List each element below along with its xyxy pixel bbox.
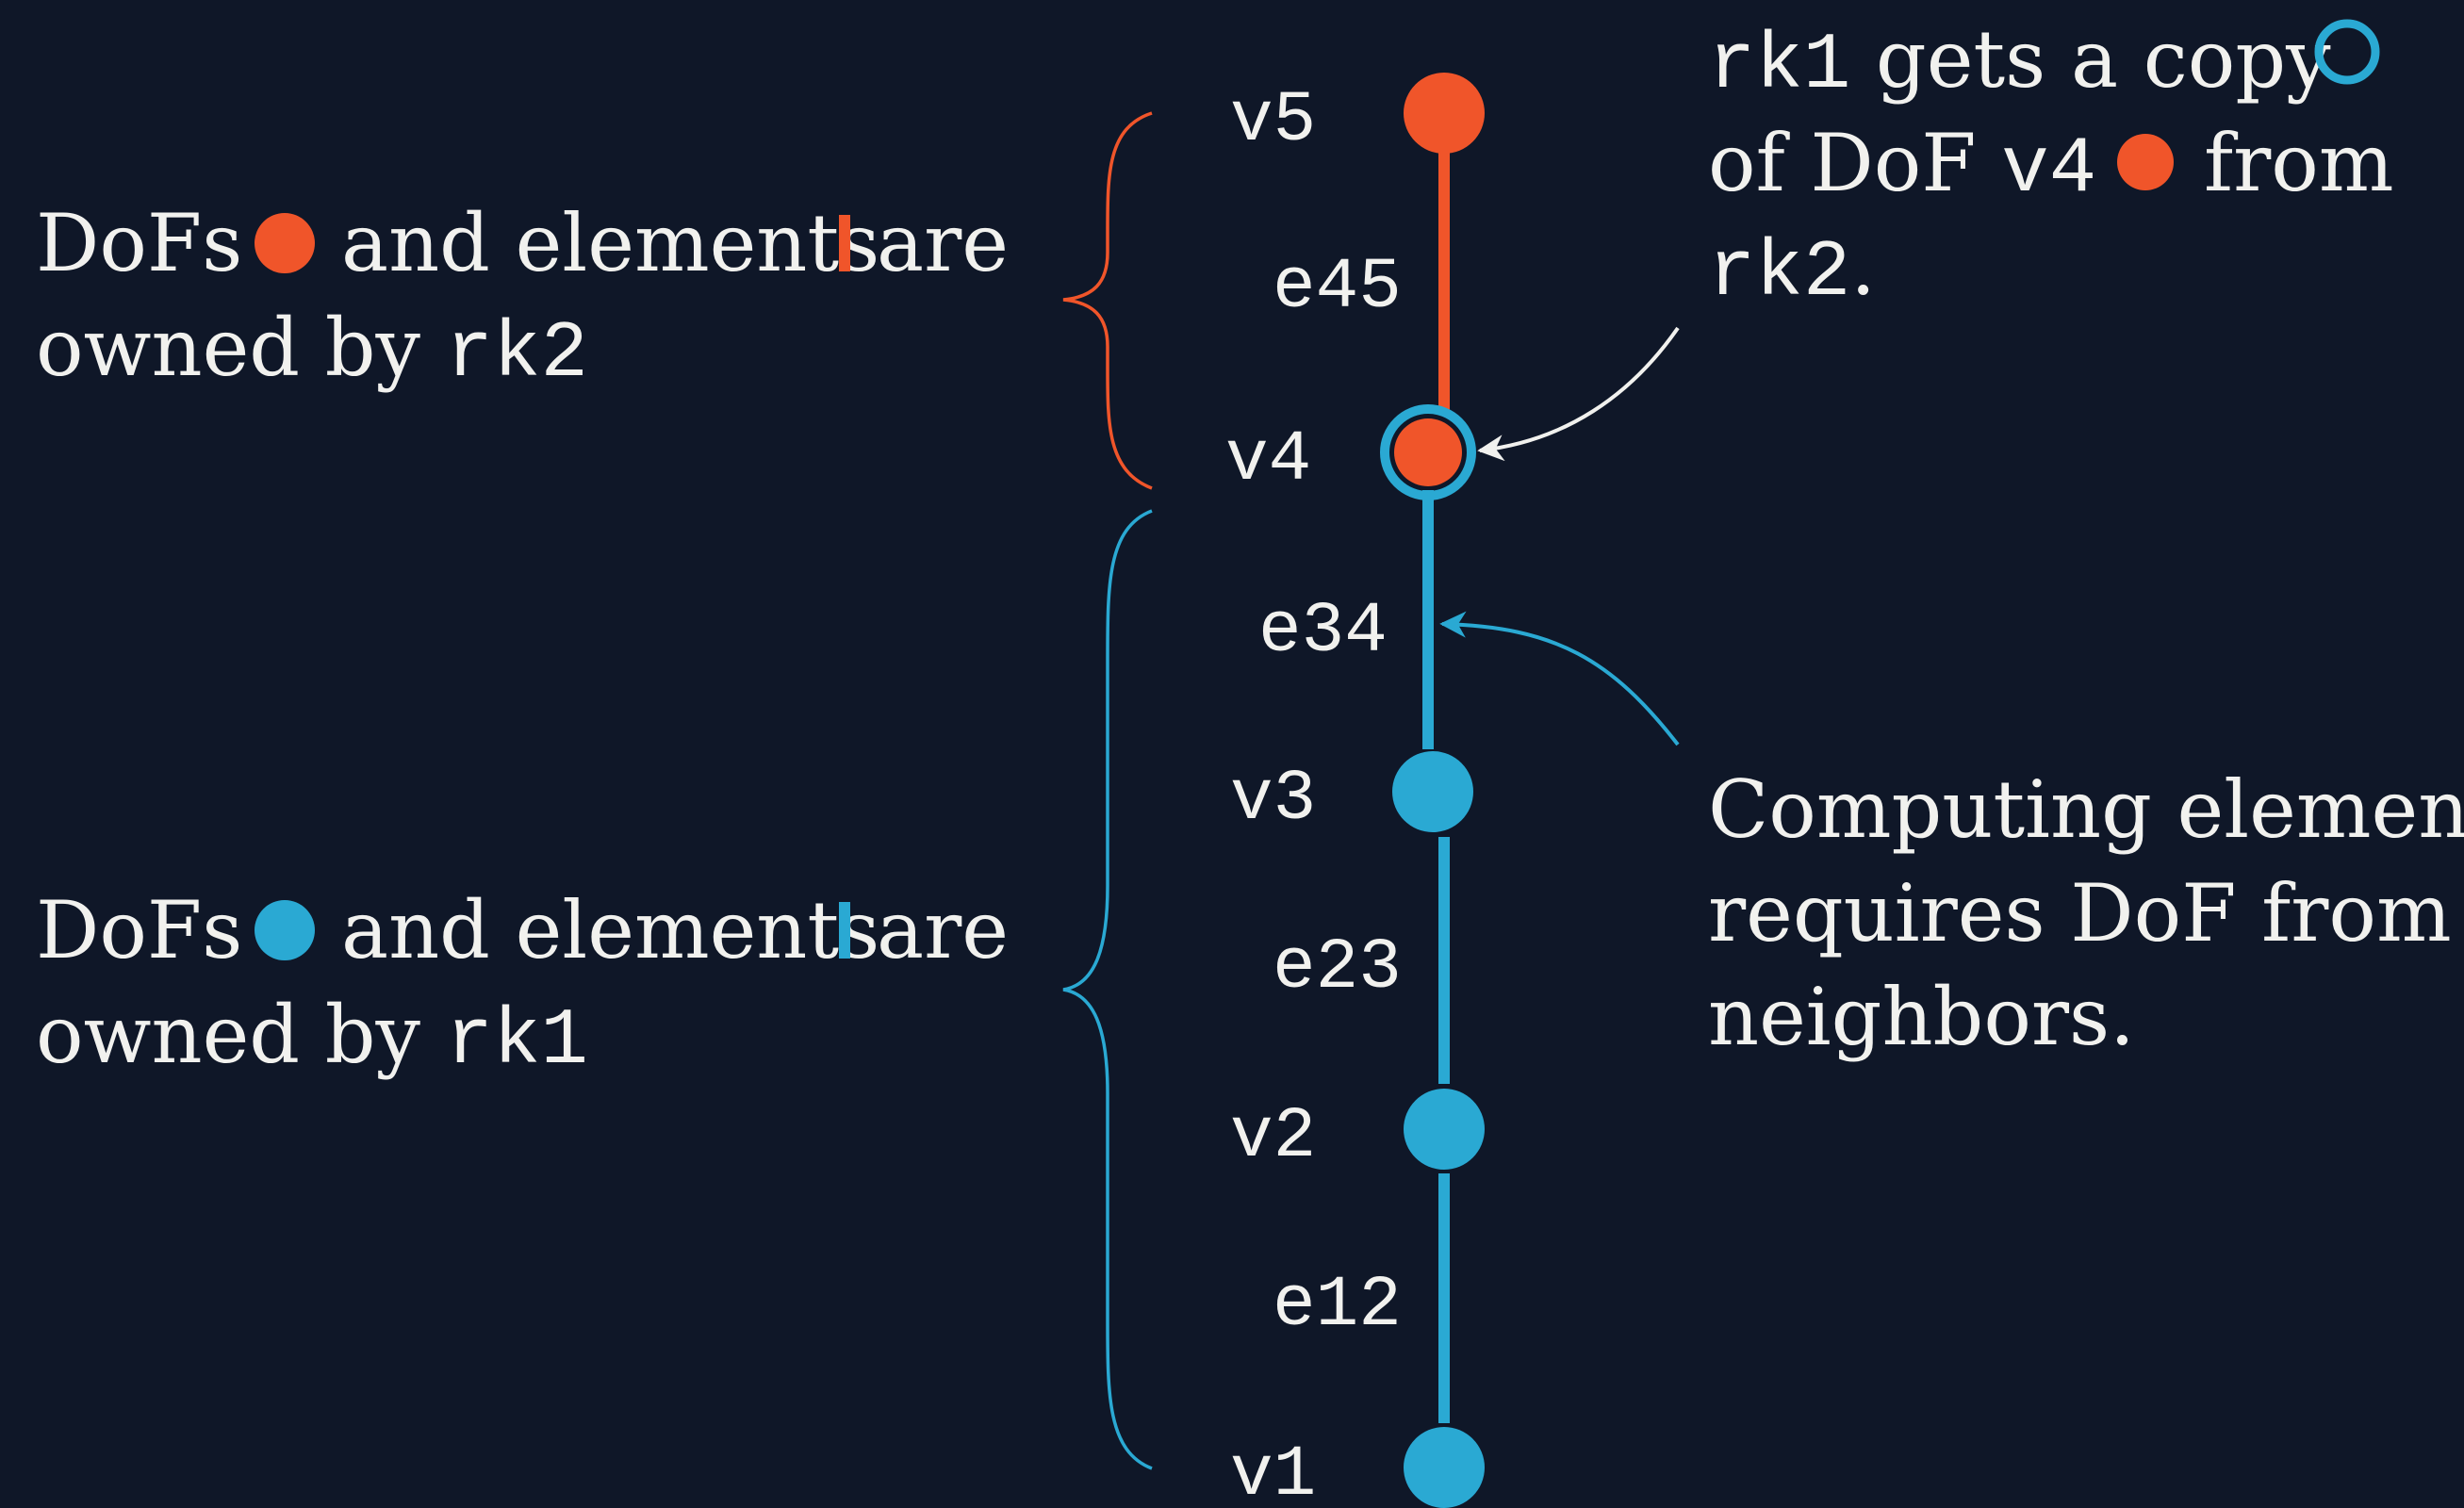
element-e12-label: e12 bbox=[1273, 1265, 1402, 1346]
annotation-compute-line3: neighbors. bbox=[1708, 971, 2135, 1063]
legend-rk2: DoFs and elements are owned by rk2 bbox=[36, 197, 1009, 400]
annotation-compute-line1: Computing element bbox=[1708, 763, 2464, 856]
rk1-dof-swatch bbox=[255, 900, 315, 960]
mesh-vertices bbox=[1380, 73, 1485, 1508]
vertex-labels: v5 v4 v3 v2 v1 bbox=[1225, 80, 1316, 1508]
annotation-copy-line3: rk2. bbox=[1708, 221, 1876, 319]
element-e34-label: e34 bbox=[1258, 591, 1388, 672]
ghost-copy-icon bbox=[2314, 19, 2380, 85]
legend-rk1-prefix: DoFs bbox=[36, 884, 242, 976]
rk2-brace bbox=[1062, 111, 1153, 490]
annotation-copy-period: . bbox=[1850, 221, 1876, 313]
rk1-element-swatch bbox=[839, 902, 850, 959]
vertex-v4-dof bbox=[1394, 418, 1462, 486]
annotation-copy-source-rank: rk2 bbox=[1708, 229, 1850, 319]
vertex-v1-label: v1 bbox=[1230, 1434, 1316, 1508]
annotation-copy: rk1 gets a copy of DoF v4 from rk2. bbox=[1477, 13, 2393, 462]
copy-arrow bbox=[1477, 326, 1680, 462]
legend-rk1: DoFs and elements are owned by rk1 bbox=[36, 884, 1009, 1087]
mesh-elements bbox=[1422, 113, 1450, 1423]
legend-rk2-rank: rk2 bbox=[446, 310, 588, 400]
element-labels: e45 e34 e23 e12 bbox=[1258, 247, 1402, 1346]
annotation-copy-line2: of DoF v4 bbox=[1708, 117, 2096, 215]
vertex-v2-label: v2 bbox=[1230, 1096, 1316, 1177]
annotation-copy-line1-text: gets a copy bbox=[1850, 13, 2331, 106]
legend-rk1-line2: owned by rk1 bbox=[36, 989, 588, 1087]
vertex-v5-label: v5 bbox=[1230, 80, 1316, 161]
annotation-copy-vertex: v4 bbox=[2001, 125, 2096, 215]
vertex-v4-label: v4 bbox=[1225, 419, 1311, 500]
legend-rk1-mid: and elements bbox=[341, 884, 879, 976]
legend-rk1-owned-text: owned by bbox=[36, 989, 446, 1081]
legend-rk1-suffix: are bbox=[877, 884, 1009, 976]
annotation-copy-line1: rk1 gets a copy bbox=[1708, 13, 2331, 111]
rk2-element-swatch bbox=[839, 215, 850, 271]
annotation-compute: Computing element requires DoF from neig… bbox=[1439, 611, 2464, 1063]
legend-rk2-line2: owned by rk2 bbox=[36, 302, 588, 400]
vertex-v3-dof bbox=[1392, 751, 1473, 832]
legend-rk2-mid: and elements bbox=[341, 197, 879, 289]
legend-rk2-owned-text: owned by bbox=[36, 302, 446, 394]
annotation-copy-rank: rk1 bbox=[1708, 22, 1850, 111]
rk1-brace bbox=[1062, 509, 1153, 1470]
compute-arrow bbox=[1439, 611, 1680, 746]
annotation-copy-of-dof: of DoF bbox=[1708, 117, 2001, 209]
vertex-v3-label: v3 bbox=[1230, 759, 1316, 840]
legend-rk2-prefix: DoFs bbox=[36, 197, 242, 289]
vertex-v5-dof bbox=[1404, 73, 1485, 154]
vertex-v4-ghost-ring bbox=[1380, 404, 1476, 500]
rk2-dof-icon bbox=[2117, 134, 2174, 190]
rk2-dof-swatch bbox=[255, 213, 315, 273]
annotation-copy-from: from bbox=[2204, 117, 2393, 209]
element-e45-label: e45 bbox=[1273, 247, 1402, 328]
legend-rk2-suffix: are bbox=[877, 197, 1009, 289]
annotation-compute-line2: requires DoF from bbox=[1708, 867, 2452, 959]
vertex-v1-dof bbox=[1404, 1427, 1485, 1508]
vertex-v2-dof bbox=[1404, 1089, 1485, 1170]
legend-rk1-rank: rk1 bbox=[446, 997, 588, 1087]
element-e23-label: e23 bbox=[1273, 927, 1402, 1008]
